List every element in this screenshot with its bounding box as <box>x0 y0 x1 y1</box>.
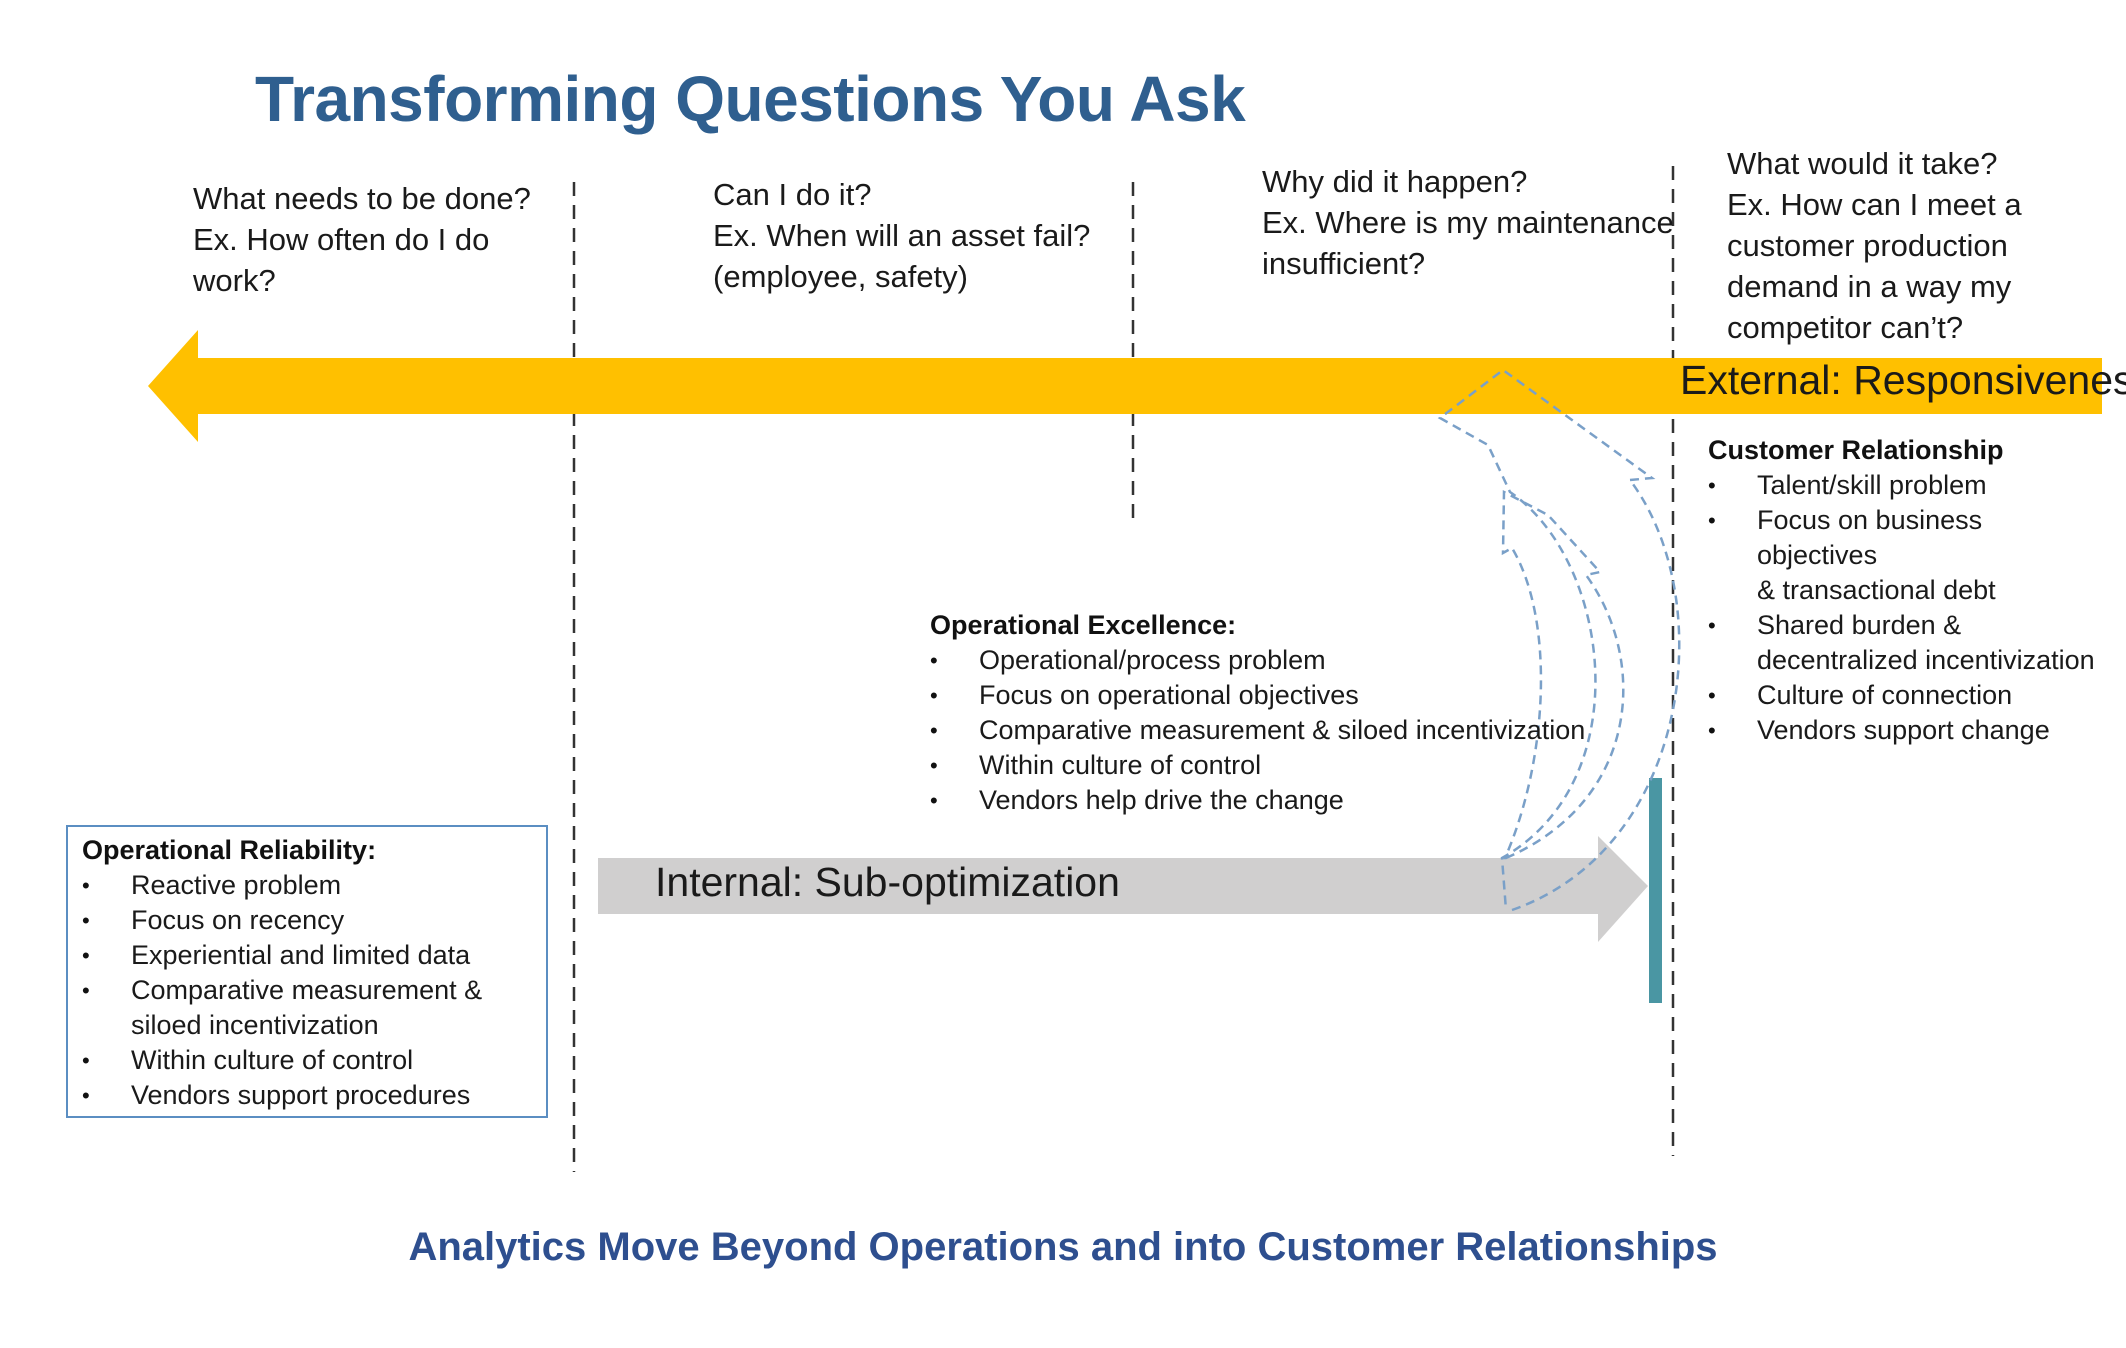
reliability-list-item: Vendors support procedures <box>82 1078 536 1113</box>
reliability-list-item: Within culture of control <box>82 1043 536 1078</box>
operational-reliability-list: Reactive problemFocus on recencyExperien… <box>82 868 536 1113</box>
customer-list-item: Talent/skill problem <box>1708 468 2108 503</box>
customer-list-item: Culture of connection <box>1708 678 2108 713</box>
external-arrow <box>148 330 2102 442</box>
customer-list-item: Shared burden & decentralized incentiviz… <box>1708 608 2108 678</box>
footer-title: Analytics Move Beyond Operations and int… <box>408 1225 1718 1269</box>
customer-list-item: Focus on business objectives & transacti… <box>1708 503 2108 608</box>
operational-excellence-heading: Operational Excellence: <box>930 610 1237 640</box>
excellence-list-item: Focus on operational objectives <box>930 678 1630 713</box>
customer-relationship-list: Talent/skill problemFocus on business ob… <box>1708 468 2108 748</box>
customer-list-item: Vendors support change <box>1708 713 2108 748</box>
excellence-list-item: Vendors help drive the change <box>930 783 1630 818</box>
excellence-list-item: Comparative measurement & siloed incenti… <box>930 713 1630 748</box>
page-title: Transforming Questions You Ask <box>255 63 1246 135</box>
reliability-list-item: Comparative measurement & siloed incenti… <box>82 973 536 1043</box>
reliability-list-item: Reactive problem <box>82 868 536 903</box>
operational-excellence-list: Operational/process problemFocus on oper… <box>930 643 1630 818</box>
question-what-would-it-take: What would it take? Ex. How can I meet a… <box>1727 146 2022 345</box>
excellence-list-item: Operational/process problem <box>930 643 1630 678</box>
question-what-needs-done: What needs to be done? Ex. How often do … <box>193 181 531 298</box>
operational-excellence-section: Operational Excellence: Operational/proc… <box>930 608 1630 818</box>
internal-arrow-label: Internal: Sub-optimization <box>655 859 1120 905</box>
internal-arrow <box>598 836 1648 942</box>
customer-relationship-section: Customer Relationship Talent/skill probl… <box>1708 433 2108 748</box>
external-arrow-label: External: Responsiveness <box>1680 357 2126 403</box>
customer-relationship-heading: Customer Relationship <box>1708 435 2004 465</box>
operational-reliability-heading: Operational Reliability: <box>82 835 377 865</box>
reliability-list-item: Experiential and limited data <box>82 938 536 973</box>
transition-bar <box>1649 778 1662 1003</box>
excellence-list-item: Within culture of control <box>930 748 1630 783</box>
reliability-list-item: Focus on recency <box>82 903 536 938</box>
question-why-did-it-happen: Why did it happen? Ex. Where is my maint… <box>1262 164 1674 281</box>
question-can-i-do-it: Can I do it? Ex. When will an asset fail… <box>713 177 1091 294</box>
operational-reliability-box: Operational Reliability: Reactive proble… <box>66 825 548 1118</box>
